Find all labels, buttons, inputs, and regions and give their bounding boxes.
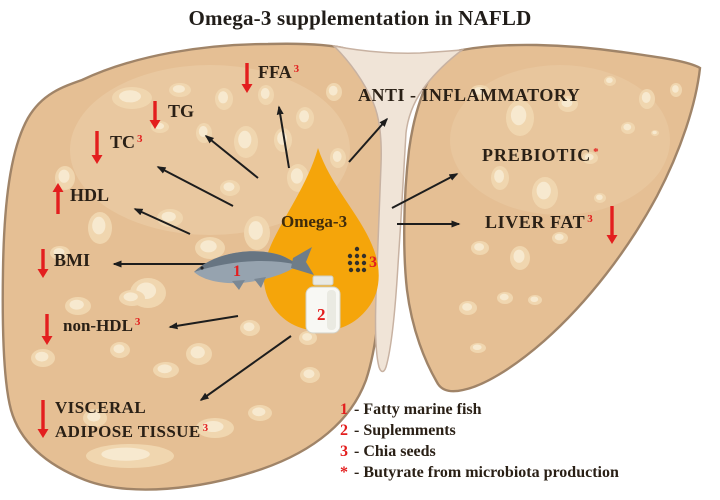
tc-superscript: 3 (137, 133, 143, 145)
ffa-decrease-arrow (241, 63, 253, 93)
diagram-title: Omega-3 supplementation in NAFLD (188, 6, 532, 30)
hdl-increase-arrow (52, 183, 64, 214)
visceral-decrease-arrow (37, 400, 49, 438)
fish-icon: 1 (194, 247, 314, 290)
legend: 1-Fatty marine fish 2-Suplemments 3-Chia… (340, 399, 619, 483)
prebiotic-asterisk: * (593, 146, 600, 158)
arrow-to-tg (204, 135, 259, 179)
direction-arrows (37, 63, 618, 438)
bmi-decrease-arrow (37, 249, 49, 278)
arrow-to-non-hdl (168, 315, 239, 330)
arrow-to-prebiotic (391, 173, 459, 209)
arrow-to-hdl (133, 208, 191, 235)
label-bmi: BMI (54, 250, 90, 270)
omega3-label: Omega-3 (281, 212, 348, 231)
label-prebiotic: PREBIOTIC* (482, 145, 600, 165)
label-tg: TG (168, 101, 195, 121)
non-hdl-decrease-arrow (41, 314, 53, 345)
arrow-to-anti-inflammatory (348, 117, 388, 163)
arrow-to-ffa (276, 105, 290, 169)
chia-seeds-icon: 3 (347, 246, 377, 273)
chia-marker: 3 (369, 254, 377, 271)
effect-arrows (112, 105, 461, 401)
legend-item-butyrate: *-Butyrate from microbiota production (340, 464, 619, 481)
tc-decrease-arrow (91, 131, 103, 164)
omega3-droplet (263, 148, 379, 331)
supplement-bottle-icon: 2 (305, 275, 341, 334)
bottle-marker: 2 (317, 305, 326, 324)
arrow-to-visceral (199, 335, 292, 401)
liver-fat-decrease-arrow (606, 206, 618, 244)
ffa-superscript: 3 (293, 63, 300, 75)
visceral-superscript: 3 (202, 422, 209, 434)
label-hdl: HDL (70, 185, 110, 205)
fish-marker: 1 (233, 263, 241, 280)
legend-item-fish: 1-Fatty marine fish (340, 401, 482, 418)
non-hdl-superscript: 3 (134, 316, 141, 328)
liver-spots (31, 76, 682, 468)
tg-decrease-arrow (149, 101, 161, 129)
arrow-to-tc (156, 166, 234, 207)
label-anti-inflammatory: ANTI - INFLAMMATORY (358, 85, 581, 105)
legend-item-supplements: 2-Suplemments (340, 422, 456, 439)
legend-item-chia-seeds: 3-Chia seeds (340, 443, 436, 460)
liver-fat-superscript: 3 (587, 213, 594, 225)
falciform-ligament (331, 44, 465, 373)
